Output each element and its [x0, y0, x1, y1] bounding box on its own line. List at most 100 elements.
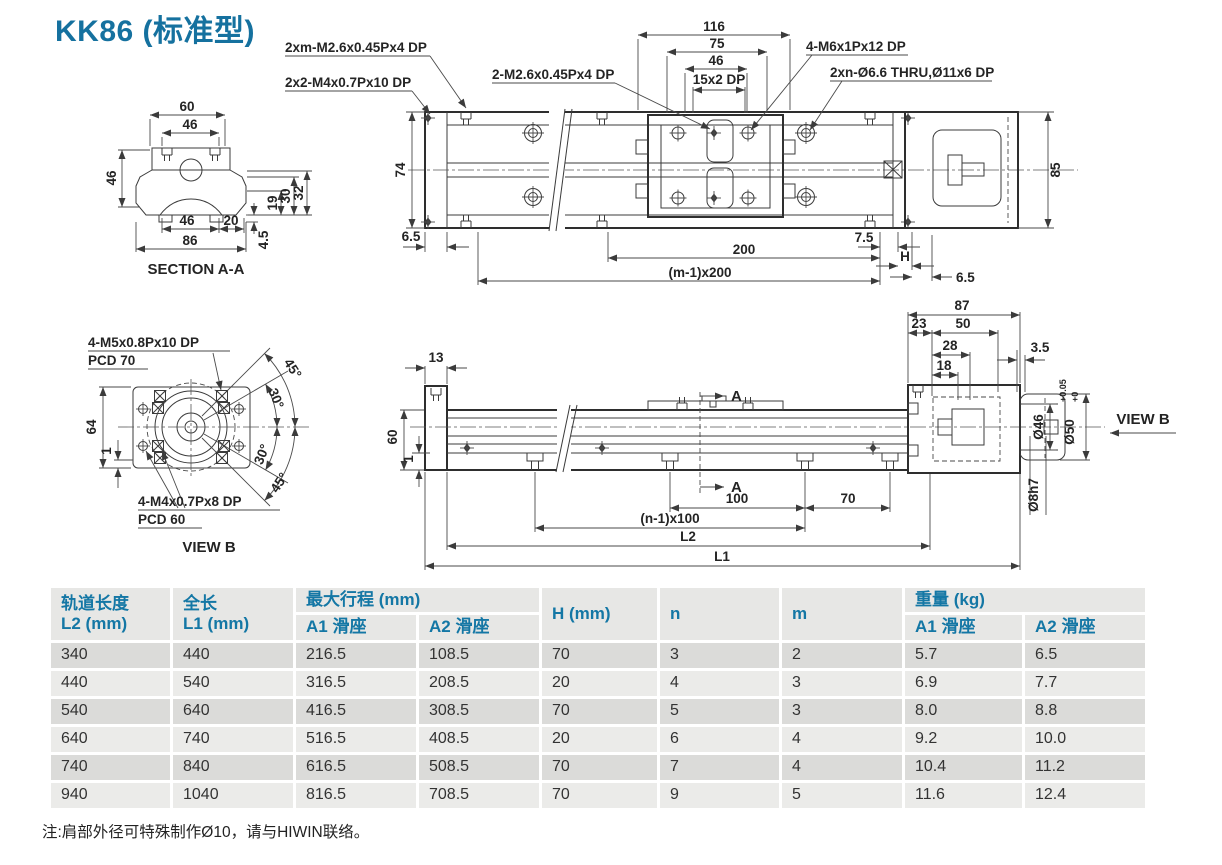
dim-100: 100 — [726, 491, 749, 506]
dim-46-left: 46 — [104, 170, 119, 186]
angle-45-bottom: 45° — [267, 470, 291, 495]
label-2xn-hole: 2xn-Ø6.6 THRU,Ø11x6 DP — [830, 65, 994, 80]
table-cell: 12.4 — [1021, 779, 1149, 811]
label-4-m5-thread: 4-M5x0.8Px10 DP — [88, 335, 199, 350]
dim-46-bottom: 46 — [179, 213, 195, 228]
header-rail-length-line1: 轨道长度 — [61, 593, 129, 613]
dim-200: 200 — [733, 242, 756, 257]
dim-dia46: Ø46 — [1031, 414, 1046, 440]
dim-n-1-x100: (n-1)x100 — [640, 511, 699, 526]
dim-m-1-x200: (m-1)x200 — [668, 265, 731, 280]
dim-6-5-right: 6.5 — [956, 270, 975, 285]
dim-46: 46 — [708, 53, 724, 68]
dim-dia8h7: Ø8h7 — [1026, 478, 1041, 512]
section-aa-caption: SECTION A-A — [148, 261, 245, 278]
table-cell: 8.0 — [902, 695, 1025, 727]
table-cell: 516.5 — [293, 723, 419, 755]
table-cell: 3 — [779, 667, 905, 699]
top-view-drawing: 2xm-M2.6x0.45Px4 DP 2x2-M4x0.7Px10 DP 2-… — [285, 19, 1078, 285]
table-cell: 5 — [657, 695, 782, 727]
table-cell: 840 — [170, 751, 296, 783]
header-weight-a1: A1 滑座 — [902, 612, 1025, 643]
header-rail-length-line2: L2 (mm) — [61, 613, 128, 633]
dim-60-side: 60 — [385, 429, 400, 444]
dim-13: 13 — [428, 350, 444, 365]
table-cell: 5 — [779, 779, 905, 811]
angle-45-top: 45° — [281, 356, 305, 381]
table-cell: 408.5 — [416, 723, 542, 755]
table-cell: 20 — [539, 667, 660, 699]
dim-7-5: 7.5 — [855, 230, 874, 245]
header-total-length: 全长 L1 (mm) — [170, 585, 296, 643]
table-cell: 3 — [657, 639, 782, 671]
table-cell: 7 — [657, 751, 782, 783]
spec-table: 轨道长度 L2 (mm) 全长 L1 (mm) 最大行程 (mm) H (mm)… — [48, 584, 1149, 811]
table-cell: 4 — [657, 667, 782, 699]
label-pcd70: PCD 70 — [88, 353, 135, 368]
table-cell: 3 — [779, 695, 905, 727]
table-cell: 5.7 — [902, 639, 1025, 671]
dim-l2: L2 — [680, 529, 696, 544]
table-cell: 7.7 — [1021, 667, 1149, 699]
table-cell: 440 — [48, 667, 173, 699]
header-weight: 重量 (kg) — [901, 584, 1149, 616]
section-marker-a-top: A — [731, 388, 742, 405]
table-cell: 1040 — [170, 779, 296, 811]
dim-64: 64 — [84, 419, 99, 435]
header-rail-length: 轨道长度 L2 (mm) — [48, 585, 173, 643]
table-cell: 216.5 — [293, 639, 419, 671]
table-cell: 340 — [48, 639, 173, 671]
table-cell: 6.5 — [1021, 639, 1149, 671]
header-stroke-a1: A1 滑座 — [293, 612, 419, 643]
view-b-pointer-label: VIEW B — [1116, 411, 1170, 428]
dim-85: 85 — [1048, 162, 1063, 178]
label-pcd60: PCD 60 — [138, 512, 185, 527]
table-cell: 440 — [170, 639, 296, 671]
table-cell: 816.5 — [293, 779, 419, 811]
dim-h: H — [900, 249, 910, 264]
angle-30-bottom: 30° — [251, 442, 273, 467]
dim-l1: L1 — [714, 549, 730, 564]
table-cell: 540 — [48, 695, 173, 727]
dim-20: 20 — [223, 213, 238, 228]
table-cell: 508.5 — [416, 751, 542, 783]
table-cell: 9.2 — [902, 723, 1025, 755]
table-cell: 708.5 — [416, 779, 542, 811]
header-total-length-line1: 全长 — [183, 593, 217, 613]
header-h: H (mm) — [539, 585, 660, 643]
label-4-m4-thread: 4-M4x0.7Px8 DP — [138, 494, 242, 509]
table-cell: 70 — [539, 751, 660, 783]
dim-30: 30 — [278, 188, 293, 203]
dim-86: 86 — [182, 233, 198, 248]
dim-1-flange: 1 — [99, 447, 114, 455]
dim-87: 87 — [954, 298, 969, 313]
dim-50: 50 — [955, 316, 970, 331]
header-total-length-line2: L1 (mm) — [183, 613, 250, 633]
table-cell: 11.2 — [1021, 751, 1149, 783]
table-cell: 8.8 — [1021, 695, 1149, 727]
table-cell: 308.5 — [416, 695, 542, 727]
table-cell: 4 — [779, 723, 905, 755]
table-cell: 416.5 — [293, 695, 419, 727]
dim-70: 70 — [840, 491, 855, 506]
side-view-drawing: A A — [385, 298, 1176, 570]
dim-15x2: 15x2 DP — [693, 72, 746, 87]
table-cell: 616.5 — [293, 751, 419, 783]
dim-23: 23 — [911, 316, 927, 331]
table-cell: 9 — [657, 779, 782, 811]
dim-75: 75 — [709, 36, 725, 51]
header-m: m — [779, 585, 905, 643]
table-cell: 11.6 — [902, 779, 1025, 811]
header-max-stroke: 最大行程 (mm) — [293, 584, 542, 616]
table-cell: 10.4 — [902, 751, 1025, 783]
dim-3-5: 3.5 — [1031, 340, 1050, 355]
table-cell: 6 — [657, 723, 782, 755]
header-n: n — [657, 585, 782, 643]
table-cell: 540 — [170, 667, 296, 699]
dim-dia50-tol-lower: +0 — [1070, 392, 1080, 402]
view-b-drawing: 4-M5x0.8Px10 DP PCD 70 4-M4x0.7Px8 DP PC… — [84, 335, 312, 556]
